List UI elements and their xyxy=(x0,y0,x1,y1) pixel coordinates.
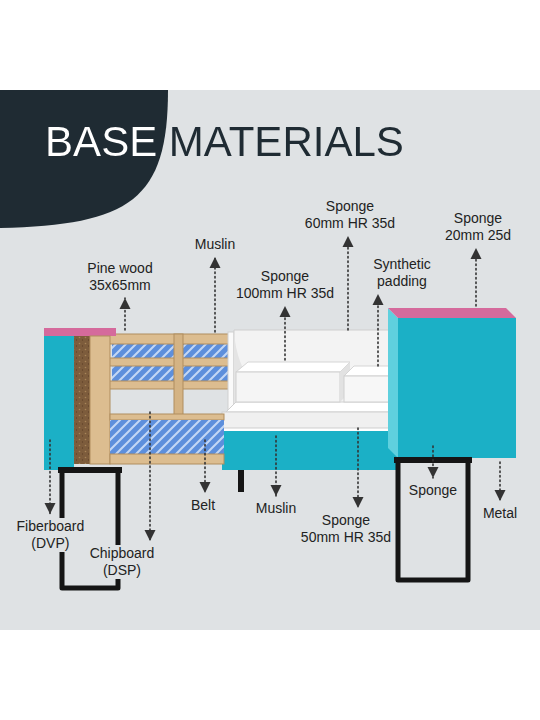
part-label: Metal xyxy=(480,505,520,522)
pine-slat xyxy=(108,381,234,389)
belt-deck xyxy=(110,414,224,464)
arm-top-sponge xyxy=(388,308,516,318)
part-label: Chipboard (DSP) xyxy=(77,545,167,579)
part-label: Sponge 100mm HR 35d xyxy=(234,268,336,302)
pine-slat xyxy=(108,358,234,366)
pine-rail xyxy=(110,454,224,464)
leader-line xyxy=(214,257,216,332)
pine-post xyxy=(174,334,183,420)
back-muslin xyxy=(228,332,234,412)
leader-lines xyxy=(50,236,500,541)
chipboard-panel xyxy=(74,336,90,464)
muslin-sheet xyxy=(228,332,234,412)
sponge-top xyxy=(226,402,400,412)
leader-line xyxy=(432,446,434,478)
pine-frame xyxy=(108,334,234,420)
leader-line xyxy=(499,462,501,501)
fiberboard-side xyxy=(44,336,74,470)
leader-line xyxy=(275,436,277,496)
metal-legs xyxy=(58,460,472,588)
part-label: Pine wood 35x65mm xyxy=(69,260,171,294)
leader-line xyxy=(357,428,359,508)
belt-webbing xyxy=(110,420,224,454)
right-armrest xyxy=(388,308,516,458)
cushion-front xyxy=(236,372,340,402)
leader-line xyxy=(49,440,51,514)
arm-front xyxy=(398,318,516,458)
pine-slat xyxy=(108,334,234,344)
arm-top-sponge xyxy=(44,328,116,336)
leader-line xyxy=(347,236,349,330)
pine-upright xyxy=(90,336,110,464)
cushion-top xyxy=(236,362,350,372)
leader-line xyxy=(377,294,379,366)
part-label: Sponge 20mm 25d xyxy=(437,210,520,244)
grey-panel xyxy=(0,90,540,630)
leader-line xyxy=(124,298,126,330)
part-label: Belt xyxy=(188,497,218,514)
left-armrest xyxy=(44,328,116,470)
seat-base xyxy=(222,428,400,470)
leader-line xyxy=(475,248,477,306)
part-label: Sponge xyxy=(406,482,460,499)
seat-cushion xyxy=(236,362,350,402)
pine-rail xyxy=(110,414,224,420)
arm-inner xyxy=(388,308,398,458)
leader-line xyxy=(149,412,151,541)
base-front xyxy=(222,428,400,470)
seat-sponge xyxy=(222,402,400,428)
middle-leg xyxy=(238,470,244,492)
part-label: Muslin xyxy=(192,236,238,253)
left-leg-bar xyxy=(58,467,122,473)
diagram-title: BASE MATERIALS xyxy=(45,118,404,166)
part-label: Muslin xyxy=(253,500,299,517)
part-label: Sponge 50mm HR 35d xyxy=(299,512,394,546)
sponge-front xyxy=(222,412,400,428)
leader-line xyxy=(284,306,286,360)
leader-line xyxy=(204,440,206,493)
part-label: Synthetic padding xyxy=(358,256,446,290)
part-label: Sponge 60mm HR 35d xyxy=(303,198,398,232)
